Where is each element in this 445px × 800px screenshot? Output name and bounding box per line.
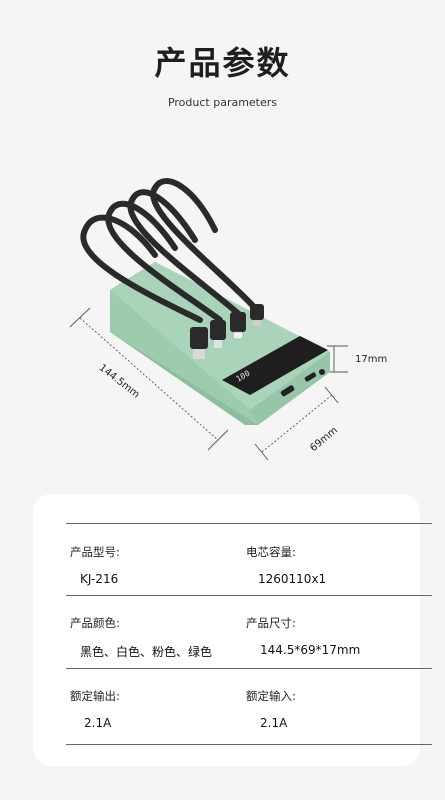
spec-value: 2.1A	[260, 716, 288, 730]
spec-value: 144.5*69*17mm	[260, 643, 361, 657]
spec-input: 额定输入: 2.1A	[246, 688, 296, 730]
divider	[66, 523, 432, 524]
divider	[66, 595, 432, 596]
thickness-dimension: 17mm	[355, 354, 388, 365]
spec-value: 1260110x1	[258, 572, 327, 586]
connector-heads	[190, 304, 264, 359]
spec-label: 电芯容量:	[246, 545, 296, 559]
divider	[66, 744, 432, 745]
spec-output: 额定输出: 2.1A	[70, 688, 120, 730]
spec-card: 产品型号: KJ-216 电芯容量: 1260110x1 产品颜色: 黑色、白色…	[33, 494, 432, 766]
spec-model: 产品型号: KJ-216	[70, 544, 120, 586]
spec-label: 额定输入:	[246, 689, 296, 703]
power-bank-image: 100	[69, 178, 348, 461]
spec-label: 额定输出:	[70, 689, 120, 703]
spec-color: 产品颜色: 黑色、白色、粉色、绿色	[70, 615, 212, 660]
page-subtitle: Product parameters	[167, 96, 278, 109]
spec-value: 2.1A	[84, 716, 112, 730]
spec-label: 产品颜色:	[70, 616, 120, 630]
spec-label: 产品尺寸:	[246, 616, 296, 630]
divider	[66, 668, 432, 669]
power-bank-illustration: 100 144.5mm 69mm 17mm	[0, 170, 445, 490]
spec-size: 产品尺寸: 144.5*69*17mm	[246, 615, 360, 657]
dimension-lines	[69, 307, 348, 461]
page-title: 产品参数	[154, 44, 291, 82]
spec-value: KJ-216	[80, 572, 119, 586]
cables	[80, 178, 258, 323]
spec-capacity: 电芯容量: 1260110x1	[246, 544, 326, 586]
spec-label: 产品型号:	[70, 545, 120, 559]
spec-value: 黑色、白色、粉色、绿色	[80, 645, 213, 659]
